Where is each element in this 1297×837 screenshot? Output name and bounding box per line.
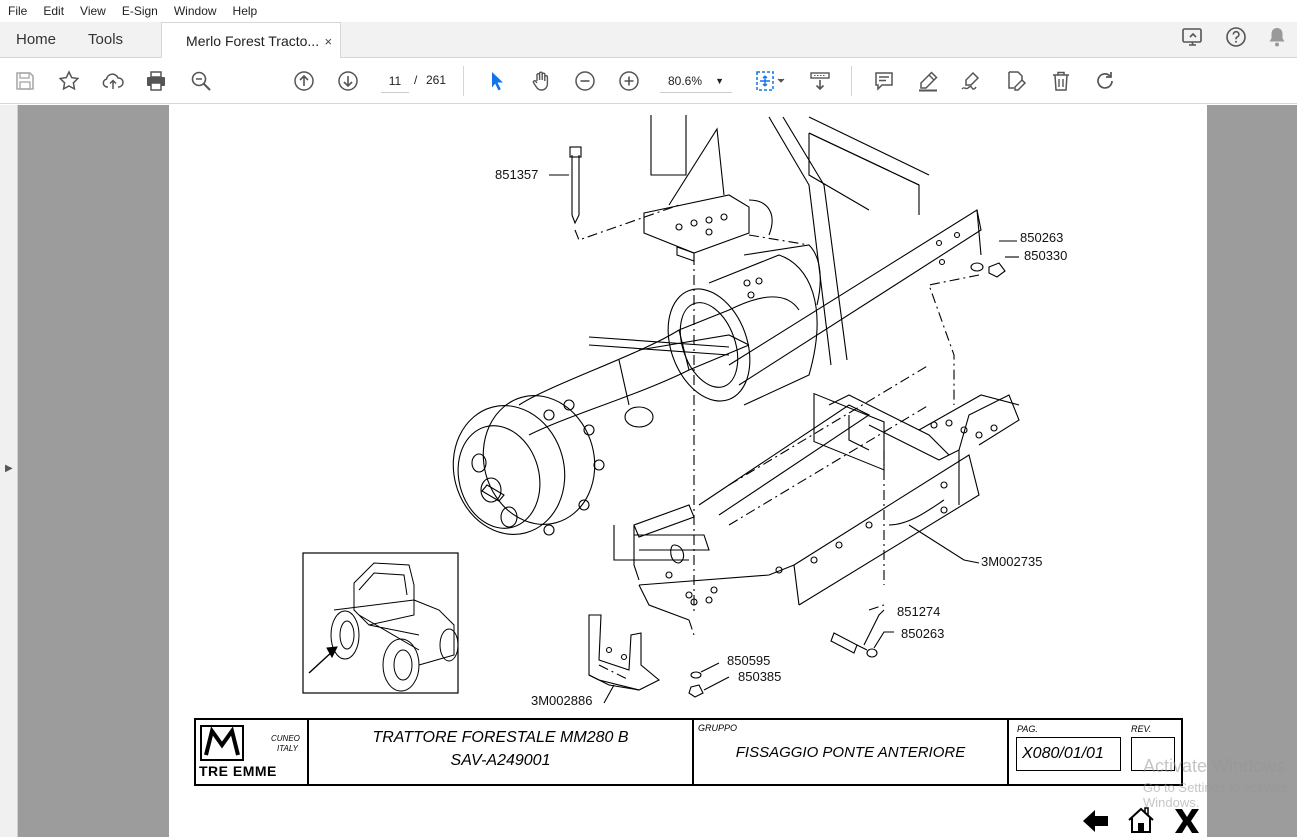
menu-edit[interactable]: Edit [43, 4, 65, 18]
hand-tool-icon[interactable] [528, 68, 554, 94]
bookmark-star-icon[interactable] [56, 68, 82, 94]
previous-page-icon[interactable] [291, 68, 317, 94]
menu-bar: File Edit View E-Sign Window Help [0, 0, 1297, 22]
activation-watermark-sub: Go to Settings to activate Windows. [1143, 780, 1289, 810]
part-label: 850263 [1020, 230, 1064, 245]
tre-emme-logo-icon [200, 725, 244, 761]
logo-brand: TRE EMME [199, 763, 277, 779]
zoom-search-icon[interactable] [188, 68, 214, 94]
expand-panel-icon[interactable]: ▶ [5, 463, 13, 474]
part-label: 851357 [495, 167, 539, 182]
page-total: 261 [426, 73, 447, 87]
zoom-level-value: 80.6% [668, 74, 703, 88]
left-panel-rail[interactable]: ▶ [0, 105, 18, 837]
tab-tools[interactable]: Tools [88, 31, 124, 48]
page-value: X080/01/01 [1016, 737, 1121, 771]
rev-cell: REV. [1122, 720, 1181, 784]
redo-rotate-icon[interactable] [1092, 68, 1118, 94]
part-label: 850385 [738, 669, 782, 684]
part-label: 850595 [727, 653, 771, 668]
next-page-icon[interactable] [335, 68, 361, 94]
edit-pdf-icon[interactable] [1003, 68, 1029, 94]
share-screen-icon[interactable] [1181, 26, 1205, 53]
page-fit-icon[interactable] [752, 68, 788, 94]
part-label: 851274 [897, 604, 941, 619]
home-icon[interactable] [1126, 805, 1156, 835]
rev-value [1131, 737, 1175, 771]
group-cell: GRUPPO FISSAGGIO PONTE ANTERIORE [694, 720, 1009, 784]
exit-x-icon[interactable] [1172, 807, 1202, 835]
page-cell: PAG. X080/01/01 [1009, 720, 1122, 784]
tab-right-icons [1181, 22, 1297, 57]
tab-document-label: Merlo Forest Tracto... [186, 33, 320, 49]
part-label: 850263 [901, 626, 945, 641]
title-cell: TRATTORE FORESTALE MM280 B SAV-A249001 [309, 720, 694, 784]
title-block: CUNEO ITALY TRE EMME TRATTORE FORESTALE … [194, 718, 1183, 786]
logo-cell: CUNEO ITALY TRE EMME [196, 720, 309, 784]
zoom-level-select[interactable]: 80.6% ▼ [660, 69, 732, 93]
menu-file[interactable]: File [8, 4, 28, 18]
print-icon[interactable] [143, 68, 169, 94]
close-icon[interactable]: × [324, 33, 333, 49]
cloud-upload-icon[interactable] [100, 68, 126, 94]
zoom-in-icon[interactable] [616, 68, 642, 94]
menu-window[interactable]: Window [173, 4, 217, 18]
rev-label: REV. [1131, 724, 1152, 734]
save-icon[interactable] [12, 68, 38, 94]
drawing-title: TRATTORE FORESTALE MM280 B [372, 729, 629, 746]
tab-home[interactable]: Home [16, 31, 57, 48]
drawing-subtitle: SAV-A249001 [450, 752, 551, 769]
activation-watermark: Activate Windows [1143, 756, 1286, 776]
exploded-parts-drawing [302, 115, 1020, 704]
notification-bell-icon[interactable] [1267, 26, 1287, 53]
tab-document[interactable]: Merlo Forest Tracto... × [161, 22, 342, 59]
trash-icon[interactable] [1048, 68, 1074, 94]
help-icon[interactable] [1225, 26, 1247, 53]
group-value: FISSAGGIO PONTE ANTERIORE [735, 744, 966, 761]
group-label: GRUPPO [698, 723, 738, 733]
scroll-mode-icon[interactable] [807, 68, 833, 94]
toolbar: 11 / 261 80.6% ▼ [0, 58, 1297, 104]
page-number-input[interactable]: 11 [381, 69, 409, 93]
inset-tractor-image [302, 552, 459, 694]
toolbar-divider [851, 66, 852, 96]
page-label: PAG. [1017, 724, 1038, 734]
logo-location: CUNEO [271, 734, 300, 743]
back-arrow-icon[interactable] [1081, 807, 1111, 835]
part-label: 3M002886 [531, 693, 593, 708]
menu-help[interactable]: Help [232, 4, 258, 18]
select-cursor-icon[interactable] [484, 68, 510, 94]
zoom-out-icon[interactable] [572, 68, 598, 94]
pdf-page: 851357 850263 850330 3M002735 851274 850… [169, 105, 1207, 837]
highlight-pen-icon[interactable] [915, 68, 941, 94]
sign-icon[interactable] [958, 68, 984, 94]
comment-icon[interactable] [871, 68, 897, 94]
part-label: 850330 [1024, 248, 1068, 263]
menu-esign[interactable]: E-Sign [121, 4, 158, 18]
part-label: 3M002735 [981, 554, 1043, 569]
chevron-down-icon: ▼ [715, 76, 724, 86]
toolbar-divider [463, 66, 464, 96]
page-separator: / [414, 73, 418, 87]
menu-view[interactable]: View [80, 4, 106, 18]
logo-country: ITALY [277, 744, 298, 753]
tab-bar: Home Tools Merlo Forest Tracto... × [0, 22, 1297, 59]
